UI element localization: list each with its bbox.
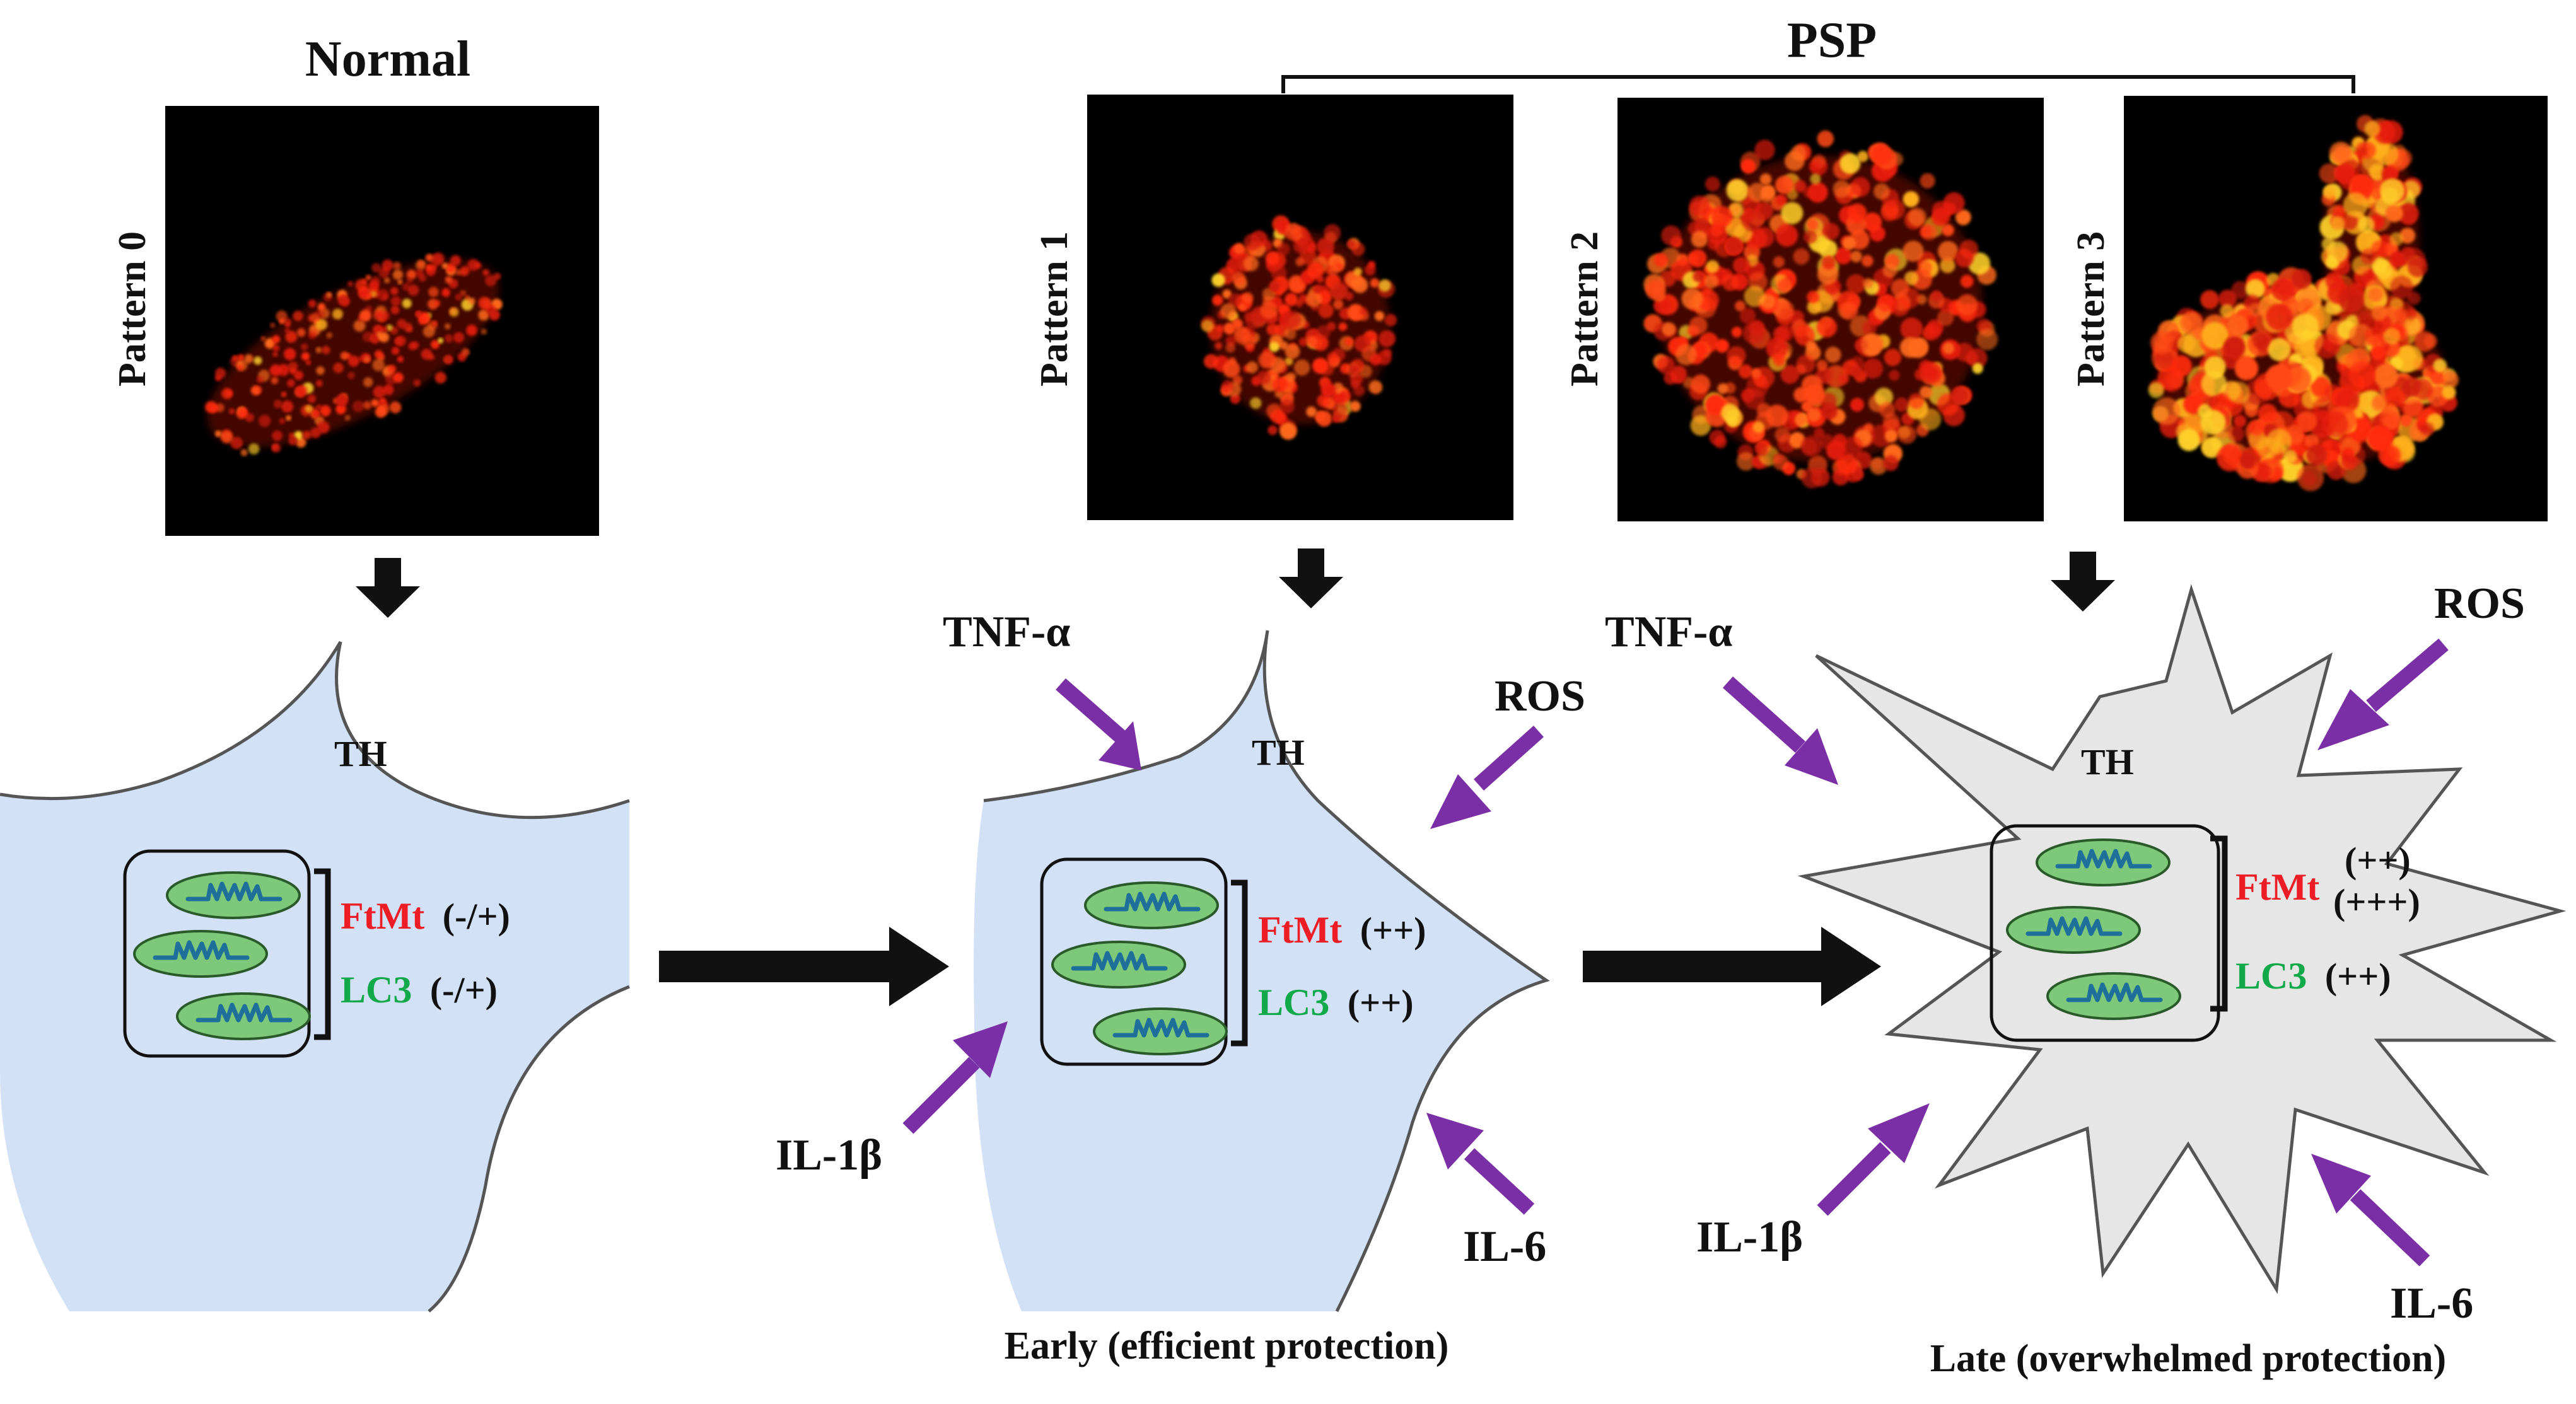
early-mitochondrion-2 xyxy=(1052,942,1185,987)
normal-ftmt-level: (-/+) xyxy=(443,896,510,937)
normal-lc3-level: (-/+) xyxy=(430,970,498,1011)
late-lc3-line: LC3 (++) xyxy=(2235,955,2391,997)
early-caption: Early (efficient protection) xyxy=(1005,1325,1449,1367)
early-th-label: TH xyxy=(1252,732,1305,773)
early-tnf-label: TNF-α xyxy=(943,608,1070,656)
late-ros-arrow xyxy=(2317,638,2449,750)
early-mito-box xyxy=(1040,857,1228,1066)
early-ftmt-line: FtMt (++) xyxy=(1258,909,1426,951)
normal-mito-box xyxy=(123,849,311,1058)
early-ros-label: ROS xyxy=(1495,672,1585,721)
early-lc3-marker: LC3 xyxy=(1258,982,1329,1023)
pattern-1-signal xyxy=(1201,215,1397,440)
late-tnf-label: TNF-α xyxy=(1605,608,1732,656)
progression-arrow-early-to-late xyxy=(1583,927,1881,1006)
pattern-2-label: Pattern 2 xyxy=(1563,231,1606,386)
late-ftmt-marker: FtMt xyxy=(2235,866,2319,908)
late-ftmt-level-2: (+++) xyxy=(2333,881,2420,922)
early-cell-membrane xyxy=(983,630,1550,1313)
early-il6-arrow xyxy=(1426,1113,1535,1215)
early-cell-body xyxy=(974,630,1546,1311)
early-bracket xyxy=(1231,879,1248,1047)
pattern-0-signal xyxy=(205,252,503,456)
normal-title: Normal xyxy=(305,32,470,87)
normal-mitochondrion-3 xyxy=(177,994,310,1039)
late-il6-arrow xyxy=(2311,1154,2430,1267)
psp-title: PSP xyxy=(1787,13,1877,68)
early-lc3-level: (++) xyxy=(1348,982,1414,1023)
normal-bracket xyxy=(314,868,331,1040)
early-il1b-arrow xyxy=(902,1021,1008,1134)
micrograph-pattern-0 xyxy=(165,106,599,536)
normal-cell-body xyxy=(0,642,629,1311)
normal-ftmt-line: FtMt (-/+) xyxy=(341,895,510,937)
progression-arrow-normal-to-early xyxy=(659,927,949,1006)
late-lc3-level: (++) xyxy=(2325,956,2391,997)
normal-mitochondrion-1 xyxy=(167,873,300,918)
early-lc3-line: LC3 (++) xyxy=(1258,982,1414,1023)
late-mitochondrion-1 xyxy=(2037,840,2169,885)
late-il1b-label: IL-1β xyxy=(1696,1213,1803,1262)
micrograph-pattern-1 xyxy=(1087,95,1513,520)
pattern-3-signal xyxy=(2148,115,2459,492)
psp-bracket xyxy=(1281,75,2355,93)
late-mitochondrion-2 xyxy=(2007,907,2140,953)
early-mitochondrion-1 xyxy=(1085,883,1218,928)
early-ros-arrow xyxy=(1430,726,1544,829)
early-tnf-arrow xyxy=(1056,678,1141,770)
normal-ftmt-marker: FtMt xyxy=(341,895,424,937)
normal-cell-membrane xyxy=(0,641,630,1313)
late-cell-body xyxy=(1797,584,2567,1294)
normal-th-label: TH xyxy=(334,733,387,774)
late-il6-label: IL-6 xyxy=(2390,1279,2473,1328)
early-mitochondrion-3 xyxy=(1094,1009,1227,1054)
late-mito-box xyxy=(1990,824,2220,1042)
early-il1b-label: IL-1β xyxy=(776,1131,882,1180)
normal-mitochondrion-2 xyxy=(134,931,267,977)
late-ftmt-level-1: (++) xyxy=(2345,840,2411,881)
micrograph-pattern-2 xyxy=(1617,98,2044,521)
pattern-2-signal xyxy=(1643,130,1998,489)
down-arrow-late xyxy=(2051,552,2115,612)
early-ftmt-level: (++) xyxy=(1360,910,1426,951)
early-il6-label: IL-6 xyxy=(1463,1222,1546,1271)
down-arrow-early xyxy=(1279,548,1343,608)
late-caption: Late (overwhelmed protection) xyxy=(1930,1337,2446,1380)
late-ros-label: ROS xyxy=(2434,579,2525,628)
late-th-label: TH xyxy=(2081,741,2134,782)
late-il1b-arrow xyxy=(1817,1103,1930,1216)
pattern-0-label: Pattern 0 xyxy=(111,231,154,386)
normal-lc3-marker: LC3 xyxy=(341,969,412,1011)
normal-lc3-line: LC3 (-/+) xyxy=(341,969,498,1011)
late-mitochondrion-3 xyxy=(2048,973,2180,1019)
down-arrow-normal xyxy=(356,558,420,618)
late-tnf-arrow xyxy=(1722,676,1838,785)
late-lc3-marker: LC3 xyxy=(2235,955,2307,997)
late-bracket xyxy=(2210,835,2228,1012)
pattern-3-label: Pattern 3 xyxy=(2070,231,2113,386)
micrograph-pattern-3 xyxy=(2124,96,2548,521)
early-ftmt-marker: FtMt xyxy=(1258,909,1342,951)
pattern-1-label: Pattern 1 xyxy=(1033,231,1076,386)
